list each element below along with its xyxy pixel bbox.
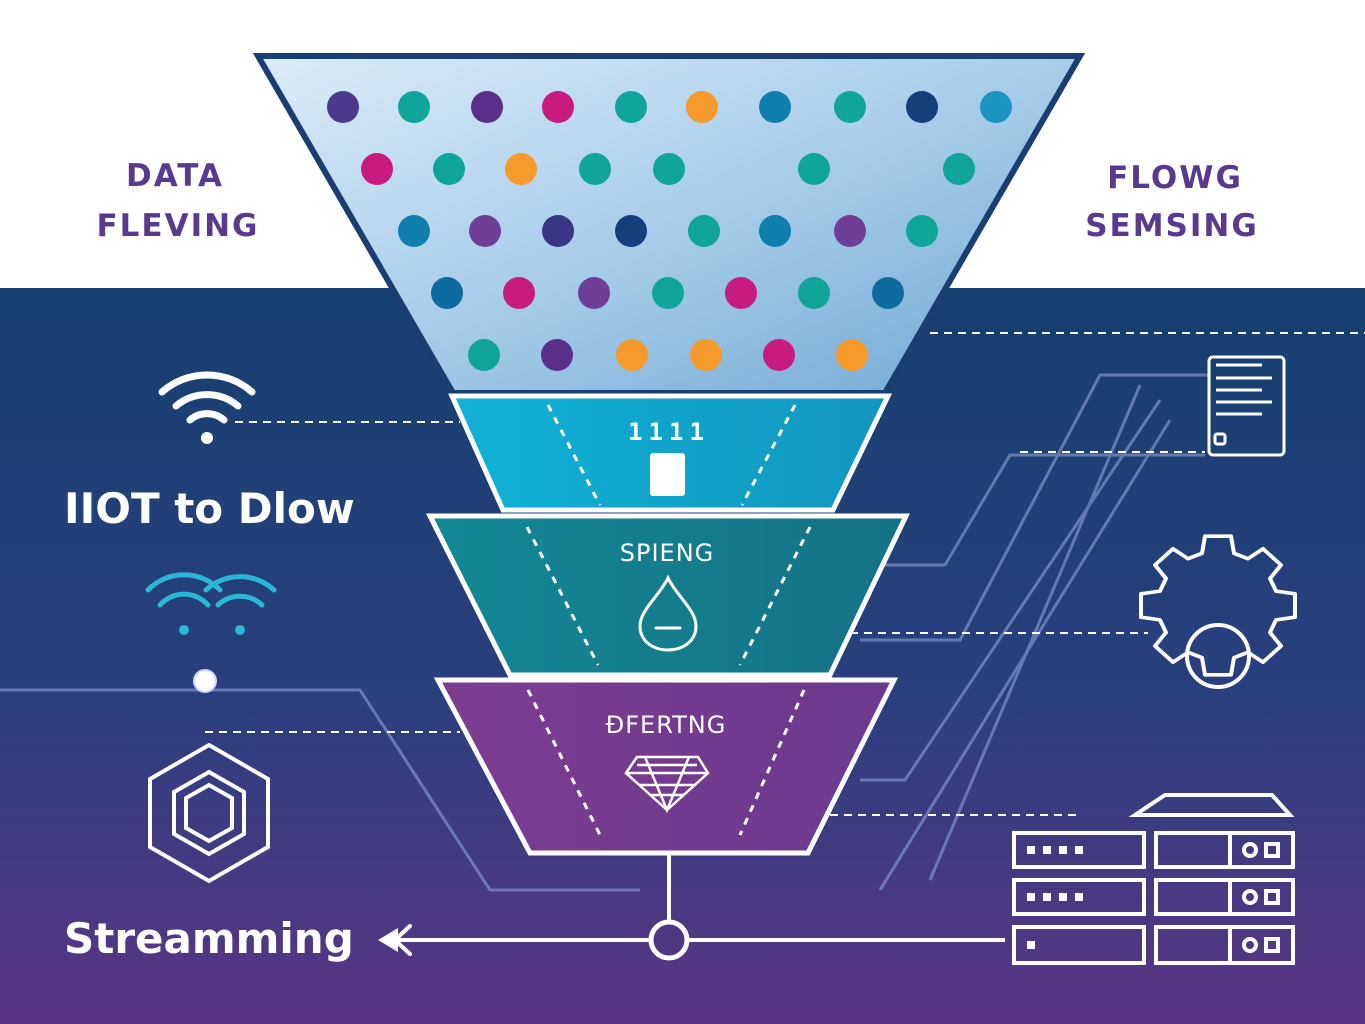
data-dot <box>759 91 791 123</box>
data-dot <box>579 153 611 185</box>
stream-output <box>378 855 1005 961</box>
funnel-stage-2: SPIENG <box>425 513 910 678</box>
top-left-label-line2: FLEVING <box>96 208 259 244</box>
stage-1-label: 1111 <box>628 418 710 446</box>
data-dot <box>616 339 648 371</box>
data-dot <box>652 277 684 309</box>
data-dot <box>834 215 866 247</box>
data-dot <box>725 277 757 309</box>
dashed-lines <box>205 332 1365 816</box>
data-dot <box>503 277 535 309</box>
stage-2-label: SPIENG <box>620 539 715 567</box>
data-dot <box>980 91 1012 123</box>
data-dot <box>505 153 537 185</box>
data-dot <box>763 339 795 371</box>
data-dot <box>872 277 904 309</box>
hexagon-icon <box>148 742 270 884</box>
data-dot <box>836 339 868 371</box>
data-dot <box>471 91 503 123</box>
gem-icon <box>624 755 710 814</box>
data-dot <box>327 91 359 123</box>
data-dot <box>433 153 465 185</box>
data-dot <box>759 215 791 247</box>
data-dot <box>398 215 430 247</box>
bottom-left-label: Streamming <box>64 914 354 963</box>
data-dot <box>906 215 938 247</box>
data-dot <box>834 91 866 123</box>
data-dot <box>690 339 722 371</box>
top-right-label-line1: FLOWG <box>1107 160 1243 196</box>
data-dot <box>653 153 685 185</box>
data-dot <box>468 339 500 371</box>
data-dot <box>906 91 938 123</box>
data-dot <box>542 215 574 247</box>
data-dot <box>431 277 463 309</box>
wifi-icon <box>158 371 256 444</box>
data-dot <box>688 215 720 247</box>
data-dot <box>542 91 574 123</box>
data-dot <box>686 91 718 123</box>
top-left-label-line1: DATA <box>126 158 224 194</box>
chip-icon <box>650 453 685 496</box>
stage-3-label: ÐFERTNG <box>606 711 727 739</box>
right-connector-lines <box>0 373 1210 892</box>
double-wifi-icon <box>145 572 277 635</box>
data-dot <box>361 153 393 185</box>
stream-node-icon <box>648 919 690 961</box>
data-dot <box>615 91 647 123</box>
node-dot-icon <box>193 669 217 693</box>
data-dot <box>943 153 975 185</box>
data-dot <box>798 153 830 185</box>
document-icon <box>1207 355 1286 457</box>
funnel-top <box>252 53 1086 396</box>
data-dot <box>541 339 573 371</box>
data-dot <box>798 277 830 309</box>
data-dot <box>469 215 501 247</box>
data-dot <box>578 277 610 309</box>
left-mid-label: IIOT to Dlow <box>64 484 355 533</box>
server-rack-icon <box>1012 793 1295 965</box>
water-drop-icon <box>638 574 698 652</box>
top-right-label-line2: SEMSING <box>1085 208 1259 244</box>
funnel-stage-1: 1111 <box>448 393 892 513</box>
data-dots <box>327 91 1012 371</box>
funnel-stage-3: ÐFERTNG <box>433 677 899 856</box>
data-dot <box>615 215 647 247</box>
data-dot <box>398 91 430 123</box>
gear-icon <box>1139 534 1297 689</box>
